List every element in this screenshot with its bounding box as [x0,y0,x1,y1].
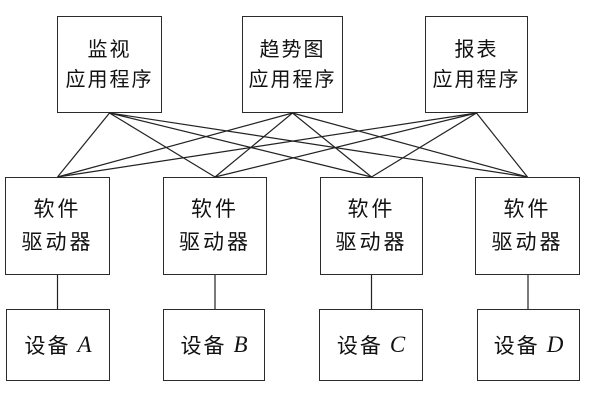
connector-line [292,112,372,178]
device-a-label: 设备 [24,334,71,358]
device-d-label: 设备 [493,334,540,358]
connector-line [109,112,216,178]
connector-line [371,112,477,178]
connector-line [214,112,477,178]
report-app-label-line1: 报表 [454,38,499,61]
report-app-label-line2: 应用程序 [432,68,521,91]
software-driver-2-label-line2: 驱动器 [179,230,251,254]
connector-line [57,112,293,178]
connector-line [292,112,528,178]
device-c-id: C [389,332,406,357]
software-driver-2-label-line1: 软件 [191,197,239,222]
device-a-id: A [77,332,92,357]
connector-line [57,112,477,178]
device-c-label: 设备 [336,334,383,358]
software-driver-3-label-line1: 软件 [347,197,396,222]
software-driver-box-4: 软件 驱动器 [475,177,580,275]
device-d-id: D [546,332,564,357]
monitoring-app-box: 监视 应用程序 [57,16,162,113]
trend-chart-app-label-line1: 趋势图 [259,38,326,61]
connector-line [476,112,528,178]
connector-line [109,112,372,178]
software-driver-1-label-line1: 软件 [33,197,82,222]
monitoring-app-label-line2: 应用程序 [65,68,154,91]
trend-chart-app-label-line2: 应用程序 [248,68,337,91]
device-b-label: 设备 [180,334,227,358]
software-driver-box-2: 软件 驱动器 [163,177,267,275]
software-driver-1-label-line2: 驱动器 [21,230,94,254]
software-driver-box-1: 软件 驱动器 [5,177,110,275]
connector-line [109,112,528,178]
connector-line [57,112,110,178]
software-driver-4-label-line1: 软件 [503,197,552,222]
device-b-id: B [233,332,248,357]
trend-chart-app-box: 趋势图 应用程序 [242,16,343,113]
software-driver-box-3: 软件 驱动器 [320,177,423,275]
software-driver-3-label-line2: 驱动器 [335,230,408,254]
connector-line [214,112,293,178]
report-app-box: 报表 应用程序 [425,16,528,113]
monitoring-app-label-line1: 监视 [87,38,132,61]
software-driver-4-label-line2: 驱动器 [491,230,564,254]
